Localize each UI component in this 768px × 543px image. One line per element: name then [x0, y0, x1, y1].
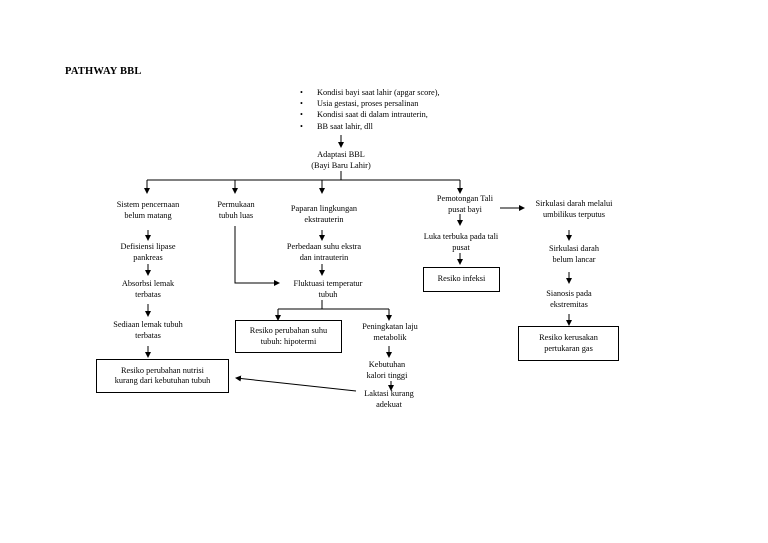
arrow-permukaan-fluktuasi [234, 226, 280, 286]
node-resiko-infeksi: Resiko infeksi [423, 267, 500, 292]
arrow-laktasi-resiko-nutrisi [235, 375, 357, 392]
node-adaptasi: Adaptasi BBL (Bayi Baru Lahir) [311, 150, 371, 170]
node-defisiensi: Defisiensi lipase pankreas [120, 242, 176, 262]
node-sediaan: Sediaan lemak tubuh terbatas [113, 320, 183, 340]
factor-item: BB saat lahir, dll [300, 121, 440, 132]
node-resiko-gas: Resiko kerusakan pertukaran gas [518, 326, 619, 361]
factor-list: Kondisi bayi saat lahir (apgar score), U… [300, 87, 440, 132]
factor-item: Kondisi saat di dalam intrauterin, [300, 109, 440, 120]
factor-item: Usia gestasi, proses persalinan [300, 98, 440, 109]
factor-item: Kondisi bayi saat lahir (apgar score), [300, 87, 440, 98]
node-sianosis: Sianosis pada ekstremitas [546, 289, 592, 309]
node-resiko-suhu: Resiko perubahan suhu tubuh: hipotermi [235, 320, 342, 353]
node-absorbsi: Absorbsi lemak terbatas [121, 279, 175, 299]
node-luka: Luka terbuka pada tali pusat [423, 232, 499, 252]
page-title: PATHWAY BBL [65, 66, 142, 77]
node-sirkulasi-lancar: Sirkulasi darah belum lancar [548, 244, 599, 264]
node-laktasi: Laktasi kurang adekuat [364, 389, 414, 409]
node-peningkatan: Peningkatan laju metabolik [362, 322, 418, 342]
node-resiko-nutrisi: Resiko perubahan nutrisi kurang dari keb… [96, 359, 229, 393]
node-sirkulasi-terputus: Sirkulasi darah melalui umbilikus terput… [535, 199, 613, 219]
node-pencernaan: Sistem pencernaan belum matang [116, 200, 180, 220]
node-permukaan: Permukaan tubuh luas [217, 200, 255, 220]
node-kebutuhan: Kebutuhan kalori tinggi [366, 360, 408, 380]
node-pemotongan: Pemotongan Tali pusat bayi [436, 194, 494, 214]
node-perbedaan: Perbedaan suhu ekstra dan intrauterin [286, 242, 362, 262]
node-paparan: Paparan lingkungan ekstrauterin [290, 204, 358, 224]
node-fluktuasi: Fluktuasi temperatur tubuh [293, 279, 363, 299]
